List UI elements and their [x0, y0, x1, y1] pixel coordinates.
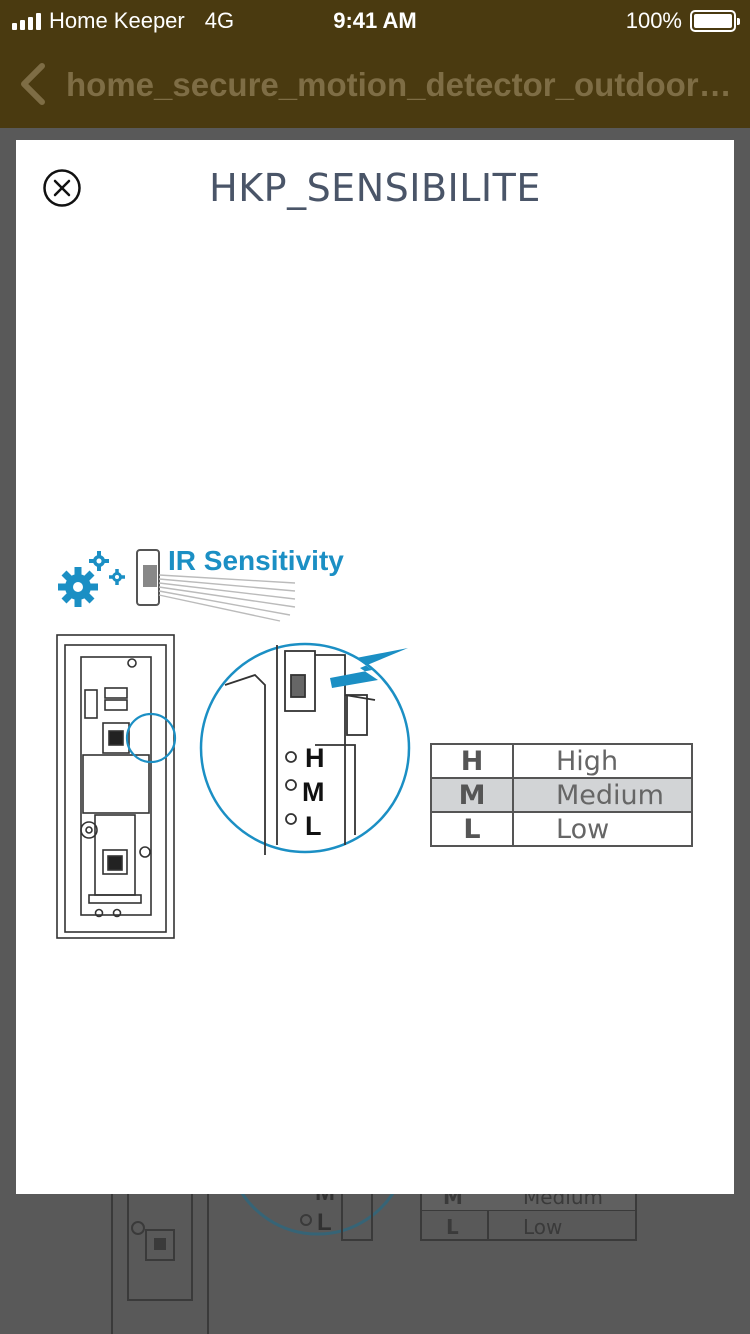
status-right: 100%	[625, 8, 740, 34]
status-left: Home Keeper 4G	[12, 8, 234, 34]
image-modal	[16, 140, 734, 1194]
nav-title: home_secure_motion_detector_outdoor_...	[66, 66, 736, 103]
back-chevron-icon[interactable]	[18, 62, 48, 106]
table-key-l: L	[430, 811, 514, 847]
table-key-m: M	[430, 777, 514, 813]
bg-table-key-l: L	[446, 1215, 459, 1239]
motion-sensor-icon	[136, 549, 296, 622]
switch-letter-l: L	[305, 811, 322, 841]
table-key-h: H	[430, 743, 514, 779]
carrier-label: Home Keeper	[49, 8, 185, 33]
bg-switch-letter-l: L	[317, 1209, 332, 1236]
status-bar: Home Keeper 4G 9:41 AM 100%	[0, 0, 750, 40]
table-row: M Medium	[430, 777, 693, 813]
signal-icon	[12, 12, 41, 30]
navigation-bar: home_secure_motion_detector_outdoor_...	[0, 40, 750, 128]
bg-table-value-low: Low	[523, 1215, 562, 1239]
network-label: 4G	[204, 8, 235, 33]
sensitivity-table: H High M Medium L Low	[430, 743, 693, 847]
ir-sensitivity-heading: IR Sensitivity	[168, 545, 344, 576]
detector-board-diagram	[56, 634, 177, 939]
battery-icon	[690, 10, 740, 32]
table-value-low: Low	[512, 811, 693, 847]
clock: 9:41 AM	[333, 8, 417, 33]
close-icon[interactable]	[42, 168, 82, 208]
gears-icon	[58, 551, 125, 607]
table-value-high: High	[512, 743, 693, 779]
switch-letter-h: H	[305, 743, 325, 773]
zoom-detail-diagram: H M L	[199, 642, 411, 855]
ir-sensitivity-illustration: H M L	[56, 549, 411, 939]
background-figure: M L M Medium L Low	[111, 1180, 637, 1334]
table-row: H High	[430, 743, 693, 779]
table-value-medium: Medium	[512, 777, 693, 813]
modal-title: HKP_SENSIBILITE	[209, 166, 541, 210]
battery-percent: 100%	[625, 8, 682, 33]
switch-letter-m: M	[302, 777, 325, 807]
table-row: L Low	[430, 811, 693, 847]
